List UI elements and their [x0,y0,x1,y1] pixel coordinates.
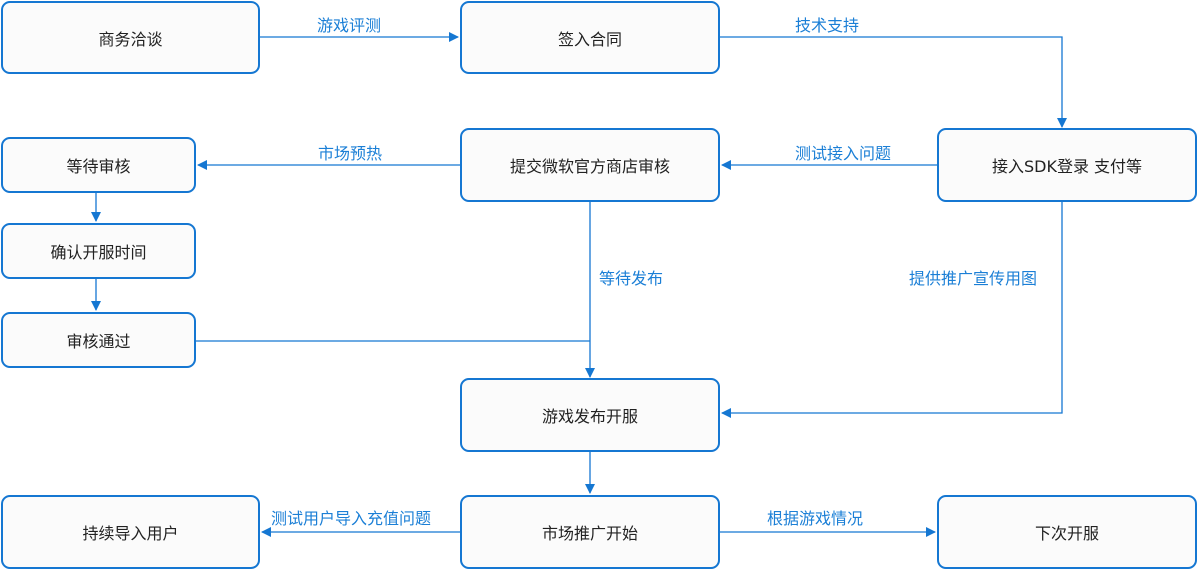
edge-label-market-warmup: 市场预热 [318,144,383,163]
edge-provide-promo [721,202,1063,418]
node-submit-review: 提交微软官方商店审核 [460,128,720,202]
node-integrate-sdk: 接入SDK登录 支付等 [937,128,1197,202]
node-marketing-start: 市场推广开始 [460,495,720,569]
node-next-server: 下次开服 [937,495,1197,569]
edge-label-tech-support: 技术支持 [795,16,860,35]
node-business-talk: 商务洽谈 [1,1,260,74]
edge-label-provide-promo: 提供推广宣传用图 [909,269,1038,288]
edge-label-wait-publish: 等待发布 [599,269,664,288]
node-confirm-time: 确认开服时间 [1,223,196,279]
node-game-launch: 游戏发布开服 [460,378,720,452]
node-wait-review: 等待审核 [1,137,196,193]
edge-label-by-game-status: 根据游戏情况 [767,509,864,528]
edge-label-test-integration: 测试接入问题 [795,144,892,163]
edge-tech-support [720,36,1067,128]
edge-label-test-import: 测试用户导入充值问题 [271,509,432,528]
node-review-passed: 审核通过 [1,312,196,368]
node-sign-contract: 签入合同 [460,1,720,74]
node-keep-import: 持续导入用户 [1,495,260,569]
edge-label-game-eval: 游戏评测 [317,16,382,35]
